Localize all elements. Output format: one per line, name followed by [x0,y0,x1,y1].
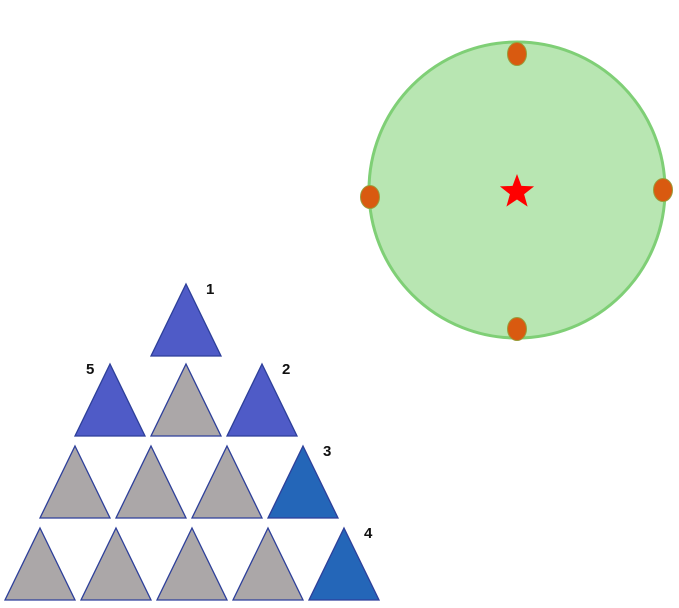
triangle-label-1: 1 [206,281,214,298]
triangle-blue [73,362,147,437]
triangle-blue [266,444,340,519]
star-icon [499,174,535,207]
triangle-gray [231,526,305,601]
dot-icon [360,185,380,209]
circle-group [360,40,673,341]
triangle-gray [190,444,264,519]
triangle-gray [155,526,229,601]
triangle-gray [38,444,112,519]
circle-points [360,42,673,341]
triangle-label-4: 4 [364,525,373,542]
triangle-labels: 1 5 2 3 4 [86,281,373,542]
dot-icon [653,178,673,202]
triangle-label-5: 5 [86,361,94,378]
triangle-gray [79,526,153,601]
triangle-label-2: 2 [282,361,290,378]
triangle-gray [114,444,188,519]
triangle-blue [307,526,381,601]
dot-icon [507,42,527,66]
triangle-gray [3,526,77,601]
triangle-label-3: 3 [323,443,331,460]
dot-icon [507,317,527,341]
triangle-pyramid [3,282,381,601]
triangle-blue [225,362,299,437]
triangle-blue [149,282,223,357]
triangle-gray [149,362,223,437]
